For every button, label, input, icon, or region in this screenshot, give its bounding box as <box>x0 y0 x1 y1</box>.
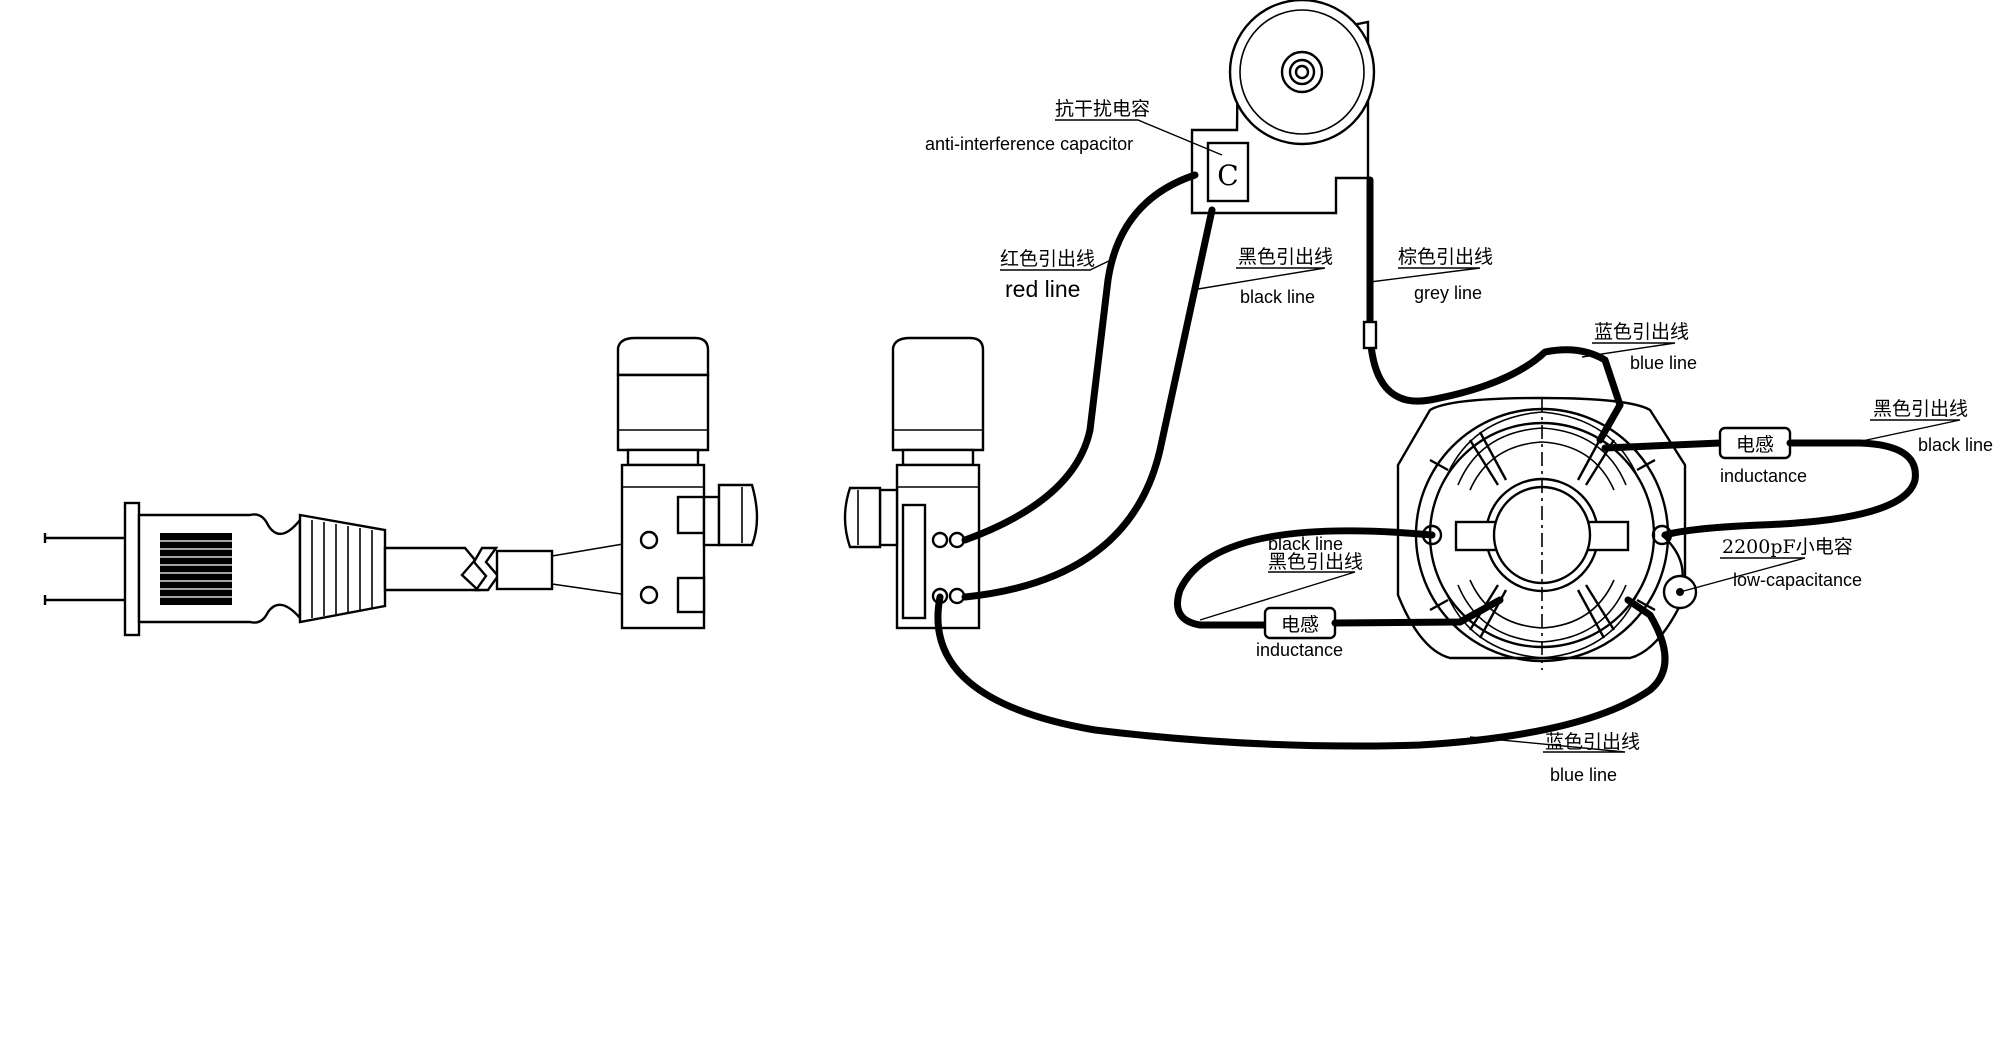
right-speed-switch <box>843 336 985 630</box>
inductance-right-symbol: 电感 <box>1736 434 1774 456</box>
grey-line-label-cn: 棕色引出线 <box>1398 246 1493 268</box>
blue-top-wire <box>1596 401 1624 444</box>
blue-line-top-label-en: blue line <box>1630 353 1697 373</box>
inductance-left-label: inductance <box>1256 640 1343 660</box>
low-capacitance-label-en: low-capacitance <box>1733 570 1862 590</box>
black-right-wire <box>1601 439 1724 452</box>
capacitor-label-en: anti-interference capacitor <box>925 134 1133 154</box>
black-line-top-label-cn: 黑色引出线 <box>1238 246 1333 268</box>
black-line-top-label-en: black line <box>1240 287 1315 307</box>
black-line-right-label-cn: 黑色引出线 <box>1873 398 1968 420</box>
black-line-wire <box>961 206 1216 601</box>
wires <box>934 171 1919 750</box>
capacitor-symbol: C <box>1217 159 1238 192</box>
leader-lines <box>1000 119 1961 753</box>
blue-line-bottom-label-en: blue line <box>1550 765 1617 785</box>
grey-sleeve <box>1362 320 1378 350</box>
black-line-right-label-en: black line <box>1918 435 1993 455</box>
red-line-label-cn: 红色引出线 <box>1000 248 1095 270</box>
labels: 抗干扰电容 anti-interference capacitor 红色引出线 … <box>925 98 1993 785</box>
black-line-left-label-en: black line <box>1268 534 1343 554</box>
red-line-label-en: red line <box>1005 276 1080 302</box>
blue-bottom-wire <box>934 593 1669 750</box>
motor-stator <box>1396 396 1687 670</box>
grey-line-label-en: grey line <box>1414 283 1482 303</box>
inductance-right-label: inductance <box>1720 466 1807 486</box>
blue-line-bottom-label-cn: 蓝色引出线 <box>1545 731 1640 753</box>
grey-line-wire <box>1366 176 1624 409</box>
power-plug <box>43 501 636 637</box>
blue-line-top-label-cn: 蓝色引出线 <box>1594 321 1689 343</box>
left-speed-switch <box>616 336 759 630</box>
low-capacitance-label-cn: 2200pF小电容 <box>1722 536 1853 558</box>
red-line-wire <box>961 171 1199 544</box>
black-line-left-label-cn: 黑色引出线 <box>1268 551 1363 573</box>
inductance-left-symbol: 电感 <box>1281 614 1319 636</box>
anti-interference-capacitor: C <box>1190 0 1376 215</box>
black-left-wire <box>1174 527 1436 629</box>
capacitor-label-cn: 抗干扰电容 <box>1055 98 1150 120</box>
